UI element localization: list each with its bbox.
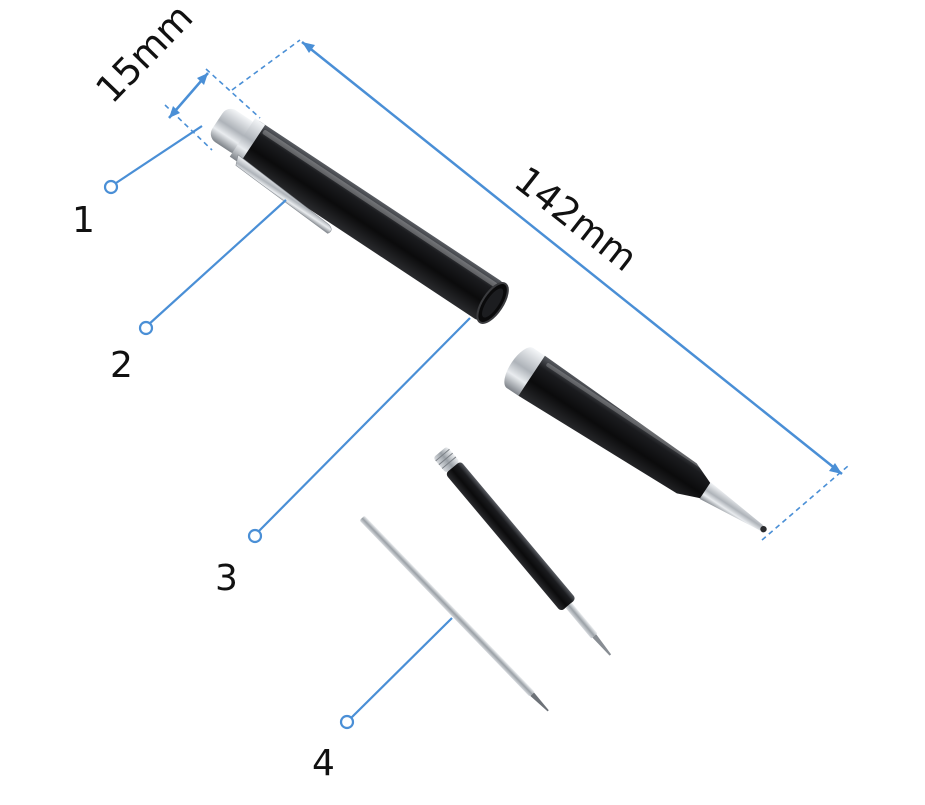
ink-refill bbox=[360, 516, 549, 712]
pen-barrel bbox=[210, 108, 509, 324]
dimension-length bbox=[231, 39, 849, 541]
callout-3-number: 3 bbox=[215, 558, 238, 599]
callout-1-number: 1 bbox=[72, 200, 95, 241]
callout-2: 2 bbox=[110, 199, 287, 386]
recorder-module bbox=[434, 447, 612, 656]
pen-tip-section bbox=[504, 347, 767, 533]
dimension-diameter bbox=[164, 68, 261, 151]
callout-4-number: 4 bbox=[312, 743, 335, 784]
callout-3: 3 bbox=[215, 317, 471, 599]
pen-clip bbox=[235, 154, 332, 234]
diameter-label: 15mm bbox=[88, 0, 202, 111]
callout-1: 1 bbox=[72, 125, 203, 241]
callout-4: 4 bbox=[312, 617, 453, 784]
callout-2-number: 2 bbox=[110, 345, 133, 386]
